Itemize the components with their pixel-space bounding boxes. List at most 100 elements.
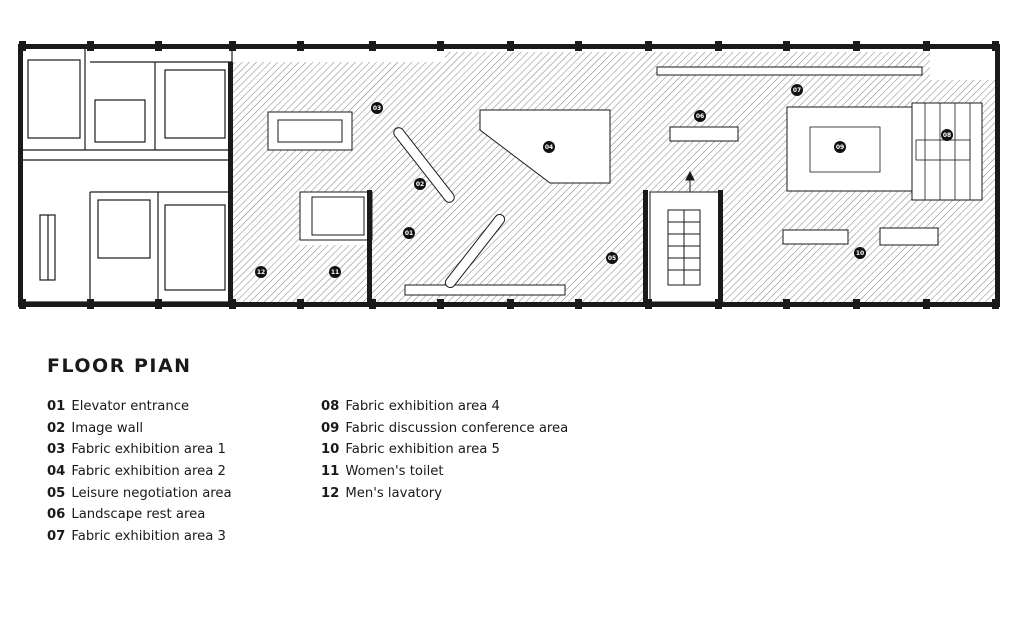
- marker-dot: [694, 110, 706, 122]
- column: [992, 41, 999, 51]
- marker-dot: [543, 141, 555, 153]
- marker-dot: [834, 141, 846, 153]
- column: [715, 41, 722, 51]
- legend-item: 03 Fabric exhibition area 1: [47, 440, 232, 462]
- column: [783, 299, 790, 309]
- column: [992, 299, 999, 309]
- marker-label: 03: [373, 105, 381, 112]
- legend-item: 09 Fabric discussion conference area: [321, 419, 568, 441]
- legend-number: 05: [47, 485, 66, 501]
- area-marker-10: 10: [854, 247, 866, 259]
- marker-label: 08: [943, 132, 951, 139]
- legend-label: Elevator entrance: [71, 399, 190, 414]
- column: [575, 41, 582, 51]
- area-marker-02: 02: [414, 178, 426, 190]
- marker-label: 01: [405, 230, 413, 237]
- area-marker-08: 08: [941, 129, 953, 141]
- area-marker-06: 06: [694, 110, 706, 122]
- legend-item: 11 Women's toilet: [321, 462, 568, 484]
- legend-label: Men's lavatory: [345, 485, 442, 501]
- marker-label: 04: [545, 144, 553, 151]
- column: [715, 299, 722, 309]
- column: [437, 299, 444, 309]
- column: [19, 41, 26, 51]
- area-marker-07: 07: [791, 84, 803, 96]
- legend-number: 07: [47, 529, 66, 545]
- legend-label: Landscape rest area: [71, 507, 206, 523]
- marker-dot: [791, 84, 803, 96]
- legend-label: Fabric exhibition area 5: [345, 442, 500, 458]
- residential-block: [21, 47, 233, 303]
- legend-item: 10 Fabric exhibition area 5: [321, 440, 568, 462]
- floor-plan: 01 02 03 04 05 06 07 08 09 10 11 12: [18, 41, 1000, 309]
- stair-core: [667, 170, 701, 286]
- column: [507, 299, 514, 309]
- column: [923, 299, 930, 309]
- column: [923, 41, 930, 51]
- column: [229, 41, 236, 51]
- legend-number: 10: [321, 442, 340, 458]
- marker-label: 11: [331, 269, 339, 276]
- column: [783, 41, 790, 51]
- area-marker-01: 01: [403, 227, 415, 239]
- column: [853, 41, 860, 51]
- column: [87, 299, 94, 309]
- marker-dot: [854, 247, 866, 259]
- structural-columns: [19, 41, 999, 309]
- legend-label: Fabric exhibition area 1: [71, 442, 226, 458]
- legend-label: Fabric exhibition area 4: [345, 399, 500, 414]
- legend-label: Women's toilet: [345, 464, 444, 480]
- marker-dot: [403, 227, 415, 239]
- column: [369, 299, 376, 309]
- area-marker-11: 11: [329, 266, 341, 278]
- area-marker-03: 03: [371, 102, 383, 114]
- legend-item: 05 Leisure negotiation area: [47, 484, 232, 506]
- marker-dot: [414, 178, 426, 190]
- marker-label: 05: [608, 255, 616, 262]
- legend-item: 07 Fabric exhibition area 3: [47, 527, 232, 549]
- legend-number: 03: [47, 442, 66, 458]
- column: [155, 299, 162, 309]
- legend-right-column: 08 Fabric exhibition area 4 09 Fabric disc…: [321, 397, 568, 505]
- marker-dot: [255, 266, 267, 278]
- column: [297, 299, 304, 309]
- area-marker-12: 12: [255, 266, 267, 278]
- marker-dot: [371, 102, 383, 114]
- marker-label: 02: [416, 181, 424, 188]
- legend-number: 08: [321, 399, 340, 414]
- marker-label: 06: [696, 113, 704, 120]
- legend-item: 12 Men's lavatory: [321, 484, 568, 506]
- legend-item: 06 Landscape rest area: [47, 505, 232, 527]
- legend-number: 12: [321, 485, 340, 501]
- stepped-platform: [809, 103, 971, 200]
- legend-number: 09: [321, 420, 340, 436]
- marker-dot: [606, 252, 618, 264]
- marker-label: 12: [257, 269, 265, 276]
- legend-label: Image wall: [71, 420, 144, 436]
- marker-dot: [941, 129, 953, 141]
- page-title: FLOOR PIAN: [47, 355, 192, 377]
- area-marker-09: 09: [834, 141, 846, 153]
- diagonal-displays: [393, 127, 506, 289]
- column: [297, 41, 304, 51]
- column: [575, 299, 582, 309]
- column: [229, 299, 236, 309]
- legend-label: Fabric discussion conference area: [345, 420, 569, 436]
- legend-number: 04: [47, 464, 66, 480]
- column: [507, 41, 514, 51]
- legend-number: 11: [321, 464, 340, 480]
- marker-label: 09: [836, 144, 844, 151]
- legend-label: Fabric exhibition area 3: [71, 529, 226, 545]
- area-markers: 01 02 03 04 05 06 07 08 09 10 11 12: [255, 84, 953, 278]
- area-marker-04: 04: [543, 141, 555, 153]
- marker-label: 07: [793, 87, 801, 94]
- area-marker-05: 05: [606, 252, 618, 264]
- marker-label: 10: [856, 250, 864, 257]
- legend-label: Leisure negotiation area: [71, 485, 232, 501]
- legend-number: 06: [47, 507, 66, 523]
- column: [155, 41, 162, 51]
